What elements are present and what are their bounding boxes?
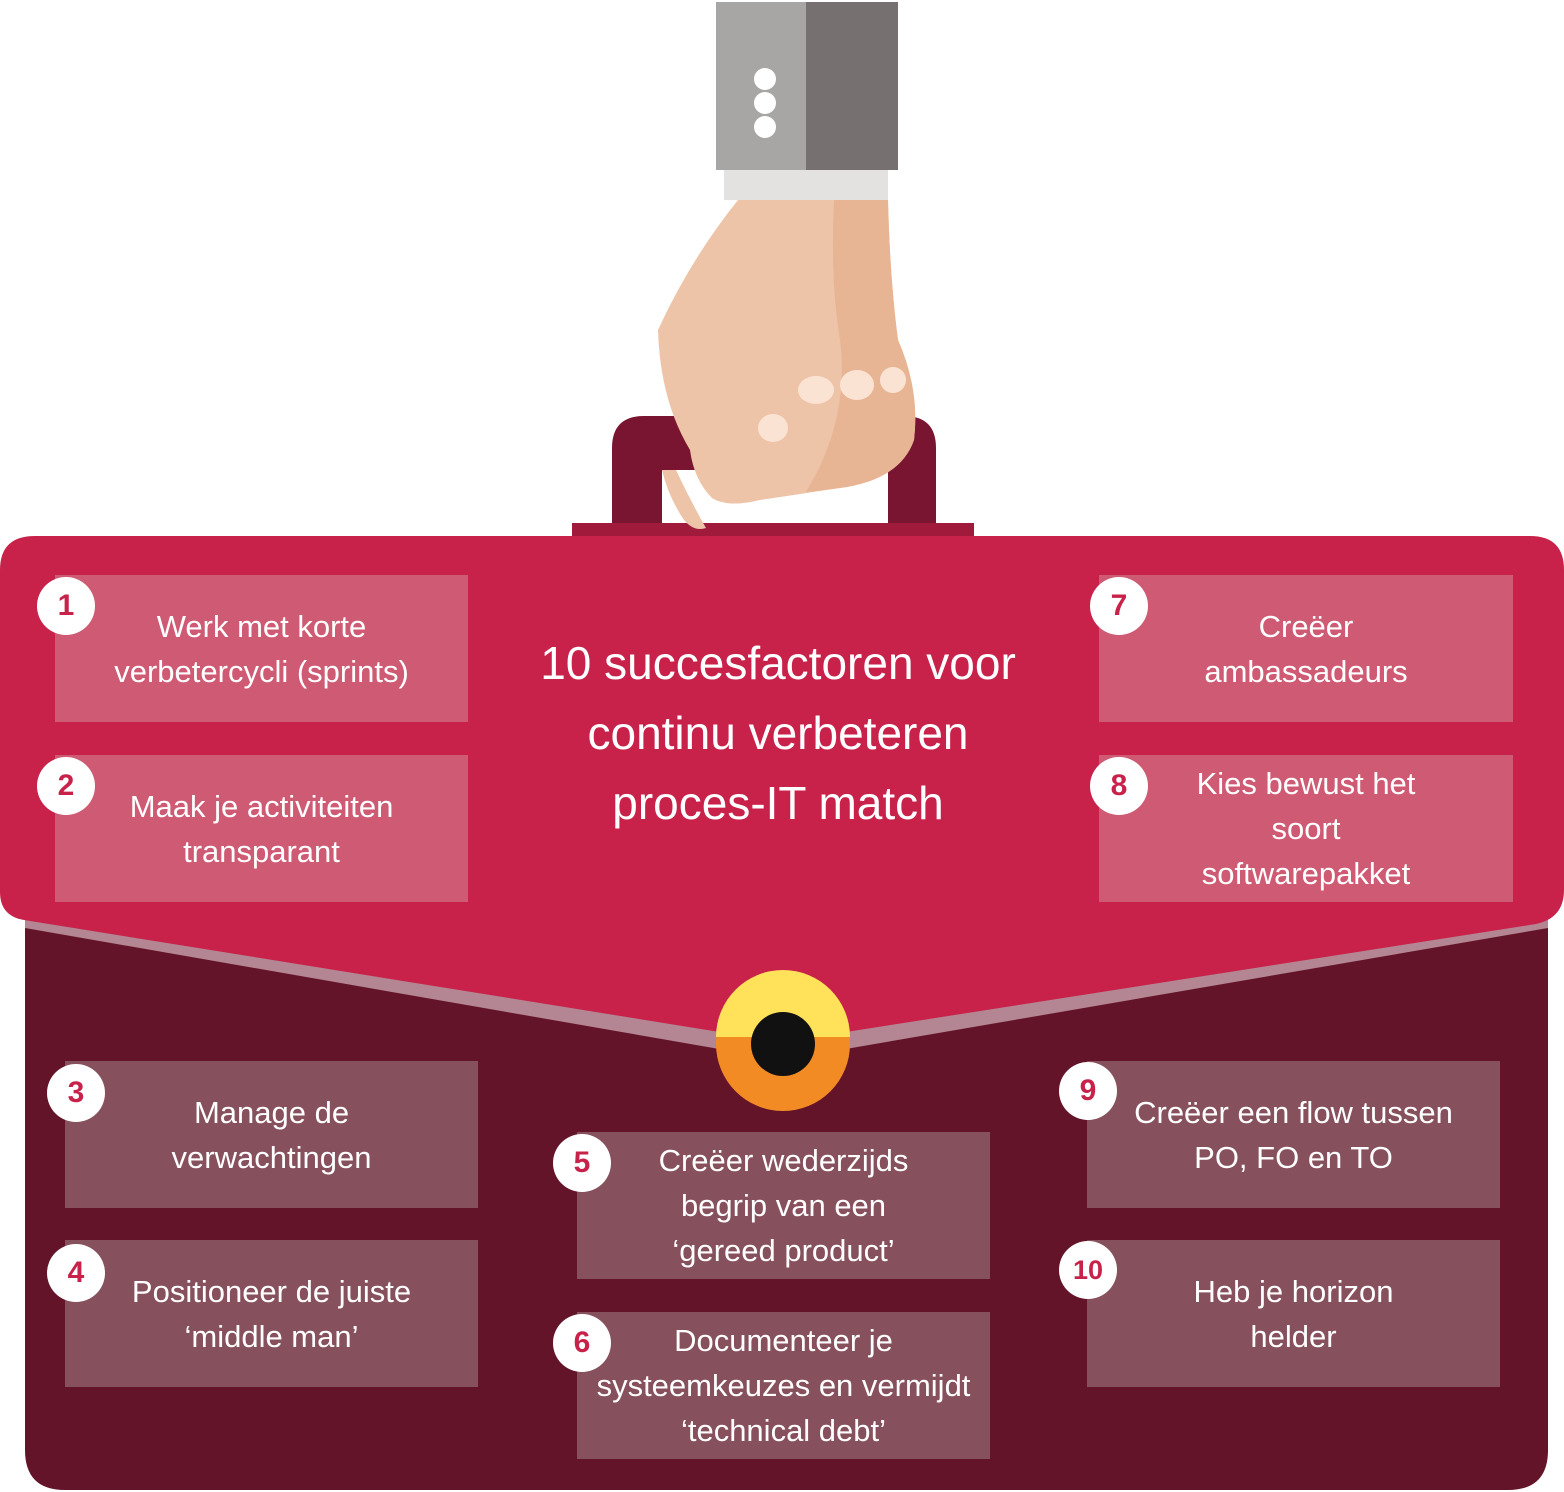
factor-number-9: 9 [1059, 1062, 1117, 1120]
factor-text-1: Werk met korte verbetercycli (sprints) [114, 608, 409, 689]
factor-number-10: 10 [1059, 1241, 1117, 1299]
factor-text-8: Kies bewust het soort softwarepakket [1196, 766, 1416, 891]
factor-text-5: Creëer wederzijds begrip van een ‘gereed… [658, 1143, 909, 1268]
factor-box-5: Creëer wederzijds begrip van een ‘gereed… [577, 1132, 990, 1279]
factor-box-7: Creëer ambassadeurs [1099, 575, 1513, 722]
factor-number-4: 4 [47, 1244, 105, 1302]
factor-text-10: Heb je horizon helder [1193, 1273, 1394, 1354]
factor-number-8: 8 [1090, 757, 1148, 815]
factor-box-4: Positioneer de juiste ‘middle man’ [65, 1240, 478, 1387]
factor-box-10: Heb je horizon helder [1087, 1240, 1500, 1387]
factor-number-2: 2 [37, 757, 95, 815]
hand-icon [658, 2, 916, 529]
clasp-icon [716, 970, 850, 1111]
factor-number-1: 1 [37, 577, 95, 635]
factor-text-9: Creëer een flow tussen PO, FO en TO [1134, 1094, 1453, 1175]
factor-text-7: Creëer ambassadeurs [1204, 608, 1408, 689]
factor-box-1: Werk met korte verbetercycli (sprints) [55, 575, 468, 722]
factor-number-5: 5 [553, 1134, 611, 1192]
factor-box-3: Manage de verwachtingen [65, 1061, 478, 1208]
factor-box-8: Kies bewust het soort softwarepakket [1099, 755, 1513, 902]
factor-text-3: Manage de verwachtingen [171, 1094, 372, 1175]
factor-text-4: Positioneer de juiste ‘middle man’ [131, 1273, 412, 1354]
factor-box-6: Documenteer je systeemkeuzes en vermijdt… [577, 1312, 990, 1459]
factor-number-7: 7 [1090, 577, 1148, 635]
factor-text-6: Documenteer je systeemkeuzes en vermijdt… [596, 1323, 971, 1448]
factor-text-2: Maak je activiteiten transparant [129, 788, 394, 869]
factor-number-3: 3 [47, 1064, 105, 1122]
factor-box-9: Creëer een flow tussen PO, FO en TO [1087, 1061, 1500, 1208]
diagram-title: 10 succesfactoren voor continu verbetere… [540, 637, 1016, 829]
factor-box-2: Maak je activiteiten transparant [55, 755, 468, 902]
factor-number-6: 6 [553, 1314, 611, 1372]
